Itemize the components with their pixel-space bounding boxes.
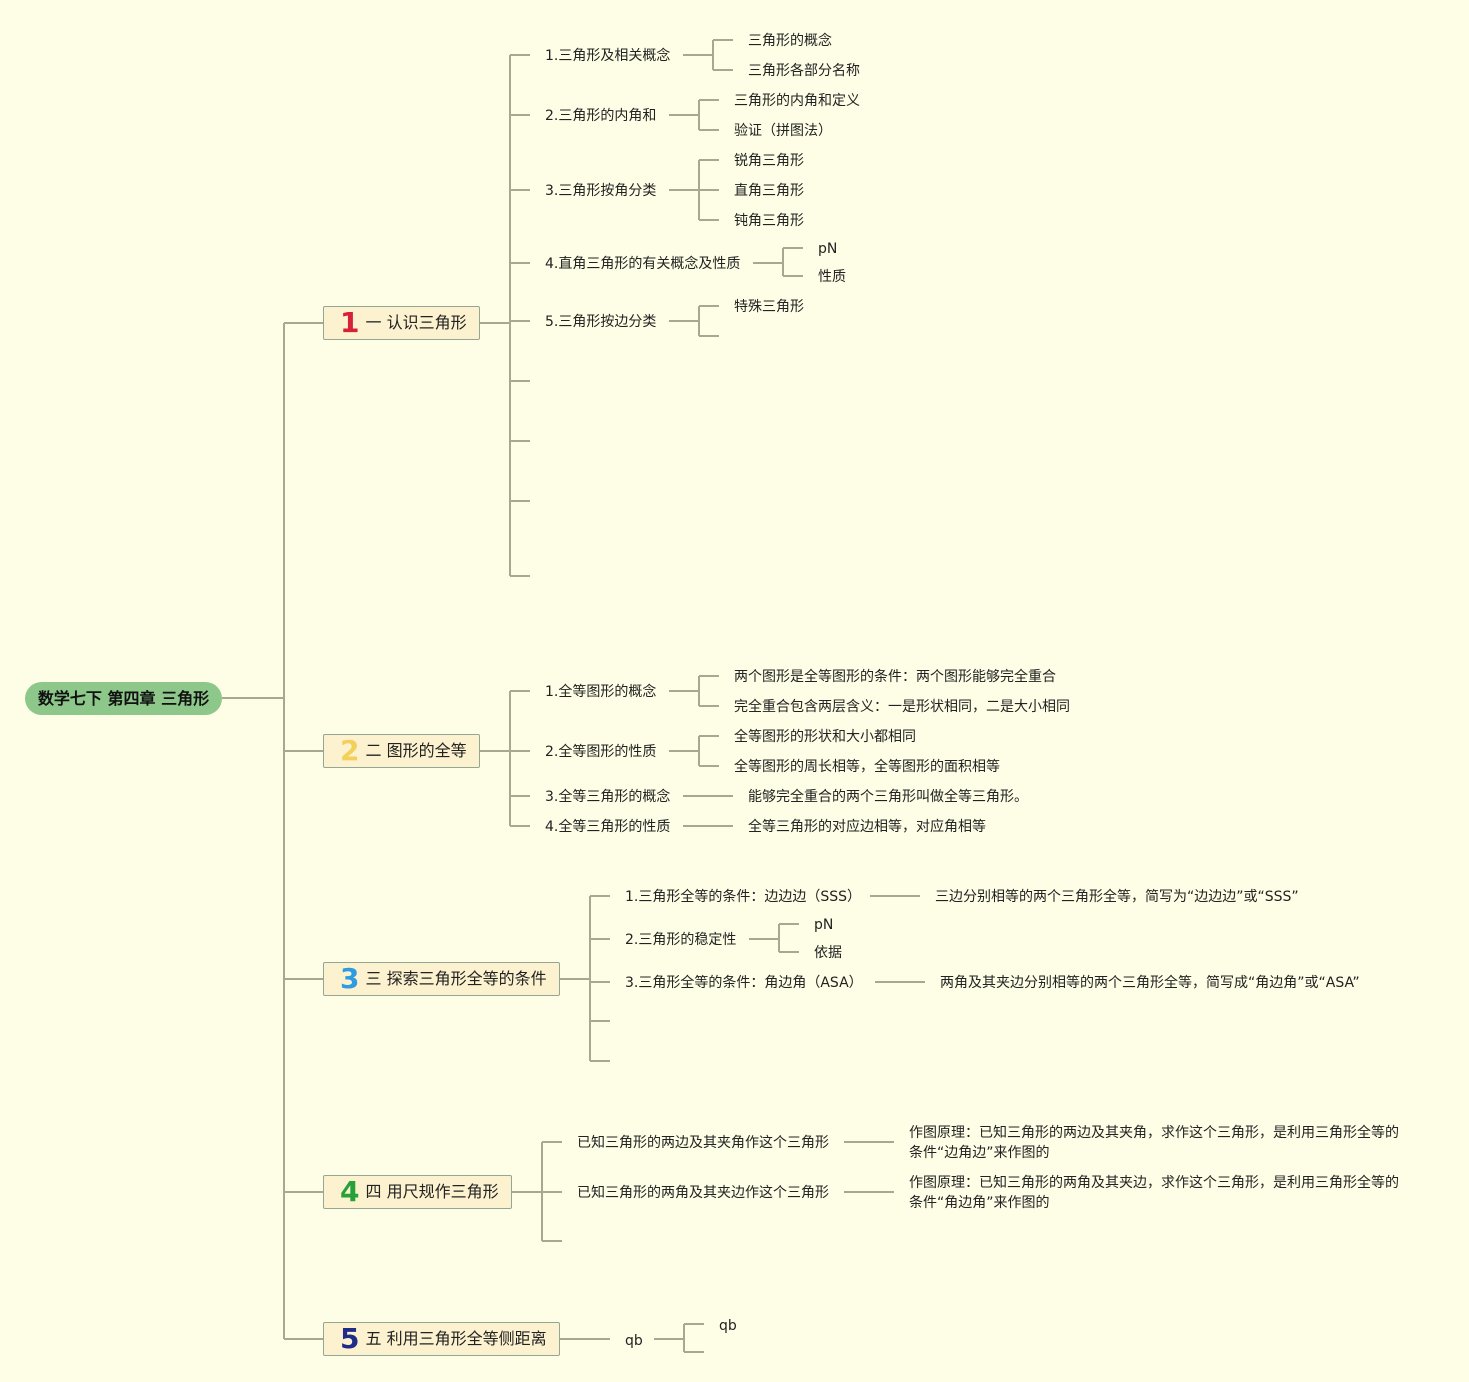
b3-c3-leaf-1[interactable]: 两角及其夹边分别相等的两个三角形全等，简写成“角边角”或“ASA” <box>940 975 1360 991</box>
b1-c2-topic[interactable]: 2.三角形的内角和 <box>545 108 657 124</box>
b1-c2-leaf-2[interactable]: 验证（拼图法） <box>734 123 832 139</box>
branch-2-topic[interactable]: 2 二 图形的全等 <box>323 734 480 768</box>
b5-c1-leaf-1[interactable]: qb <box>719 1318 737 1334</box>
b1-c1-topic[interactable]: 1.三角形及相关概念 <box>545 48 671 64</box>
b4-c2-topic[interactable]: 已知三角形的两角及其夹边作这个三角形 <box>577 1185 829 1201</box>
b4-c2-leaf-1[interactable]: 作图原理：已知三角形的两角及其夹边，求作这个三角形，是利用三角形全等的条件“角边… <box>909 1175 1399 1211</box>
branch-1-number: 1 <box>340 306 360 339</box>
b1-c1-leaf-2[interactable]: 三角形各部分名称 <box>748 63 860 79</box>
b2-c1-topic[interactable]: 1.全等图形的概念 <box>545 684 657 700</box>
b2-c3-leaf-1[interactable]: 能够完全重合的两个三角形叫做全等三角形。 <box>748 789 1028 805</box>
b1-c3-leaf-3[interactable]: 钝角三角形 <box>734 213 804 229</box>
b2-c2-leaf-1[interactable]: 全等图形的形状和大小都相同 <box>734 729 916 745</box>
b4-c1-leaf-1[interactable]: 作图原理：已知三角形的两边及其夹角，求作这个三角形，是利用三角形全等的条件“边角… <box>909 1125 1399 1161</box>
branch-3-topic[interactable]: 3 三 探索三角形全等的条件 <box>323 962 560 996</box>
branch-3-number: 3 <box>340 962 360 995</box>
branch-5-number: 5 <box>340 1322 360 1355</box>
branch-1-topic[interactable]: 1 一 认识三角形 <box>323 306 480 340</box>
b2-c2-topic[interactable]: 2.全等图形的性质 <box>545 744 657 760</box>
branch-2-label: 二 图形的全等 <box>365 741 467 760</box>
b3-c2-topic[interactable]: 2.三角形的稳定性 <box>625 932 737 948</box>
b4-c1-topic[interactable]: 已知三角形的两边及其夹角作这个三角形 <box>577 1135 829 1151</box>
b1-c4-leaf-2[interactable]: 性质 <box>818 269 846 285</box>
root-topic[interactable]: 数学七下 第四章 三角形 <box>25 682 222 715</box>
b5-c1-topic[interactable]: qb <box>625 1333 643 1349</box>
b2-c4-leaf-1[interactable]: 全等三角形的对应边相等，对应角相等 <box>748 819 986 835</box>
branch-2-number: 2 <box>340 734 360 767</box>
b1-c4-leaf-1[interactable]: pN <box>818 241 838 257</box>
b1-c4-topic[interactable]: 4.直角三角形的有关概念及性质 <box>545 256 741 272</box>
branch-4-label: 四 用尺规作三角形 <box>365 1182 499 1201</box>
b1-c3-topic[interactable]: 3.三角形按角分类 <box>545 183 657 199</box>
b2-c1-leaf-1[interactable]: 两个图形是全等图形的条件：两个图形能够完全重合 <box>734 669 1056 685</box>
b2-c1-leaf-2[interactable]: 完全重合包含两层含义：一是形状相同，二是大小相同 <box>734 699 1070 715</box>
branch-4-number: 4 <box>340 1175 360 1208</box>
b3-c2-leaf-1[interactable]: pN <box>814 917 834 933</box>
b2-c2-leaf-2[interactable]: 全等图形的周长相等，全等图形的面积相等 <box>734 759 1000 775</box>
branch-1-label: 一 认识三角形 <box>365 313 467 332</box>
b1-c5-topic[interactable]: 5.三角形按边分类 <box>545 314 657 330</box>
b2-c4-topic[interactable]: 4.全等三角形的性质 <box>545 819 671 835</box>
branch-5-label: 五 利用三角形全等侧距离 <box>365 1329 547 1348</box>
branch-3-label: 三 探索三角形全等的条件 <box>365 969 547 988</box>
branch-4-topic[interactable]: 4 四 用尺规作三角形 <box>323 1175 512 1209</box>
b2-c3-topic[interactable]: 3.全等三角形的概念 <box>545 789 671 805</box>
b3-c1-topic[interactable]: 1.三角形全等的条件：边边边（SSS） <box>625 889 862 905</box>
b3-c2-leaf-2[interactable]: 依据 <box>814 945 842 961</box>
b3-c1-leaf-1[interactable]: 三边分别相等的两个三角形全等，简写为“边边边”或“SSS” <box>935 889 1299 905</box>
b1-c2-leaf-1[interactable]: 三角形的内角和定义 <box>734 93 860 109</box>
b1-c5-leaf-1[interactable]: 特殊三角形 <box>734 299 804 315</box>
b1-c3-leaf-2[interactable]: 直角三角形 <box>734 183 804 199</box>
b3-c3-topic[interactable]: 3.三角形全等的条件：角边角（ASA） <box>625 975 863 991</box>
branch-5-topic[interactable]: 5 五 利用三角形全等侧距离 <box>323 1322 560 1356</box>
b1-c1-leaf-1[interactable]: 三角形的概念 <box>748 33 832 49</box>
b1-c3-leaf-1[interactable]: 锐角三角形 <box>734 153 804 169</box>
